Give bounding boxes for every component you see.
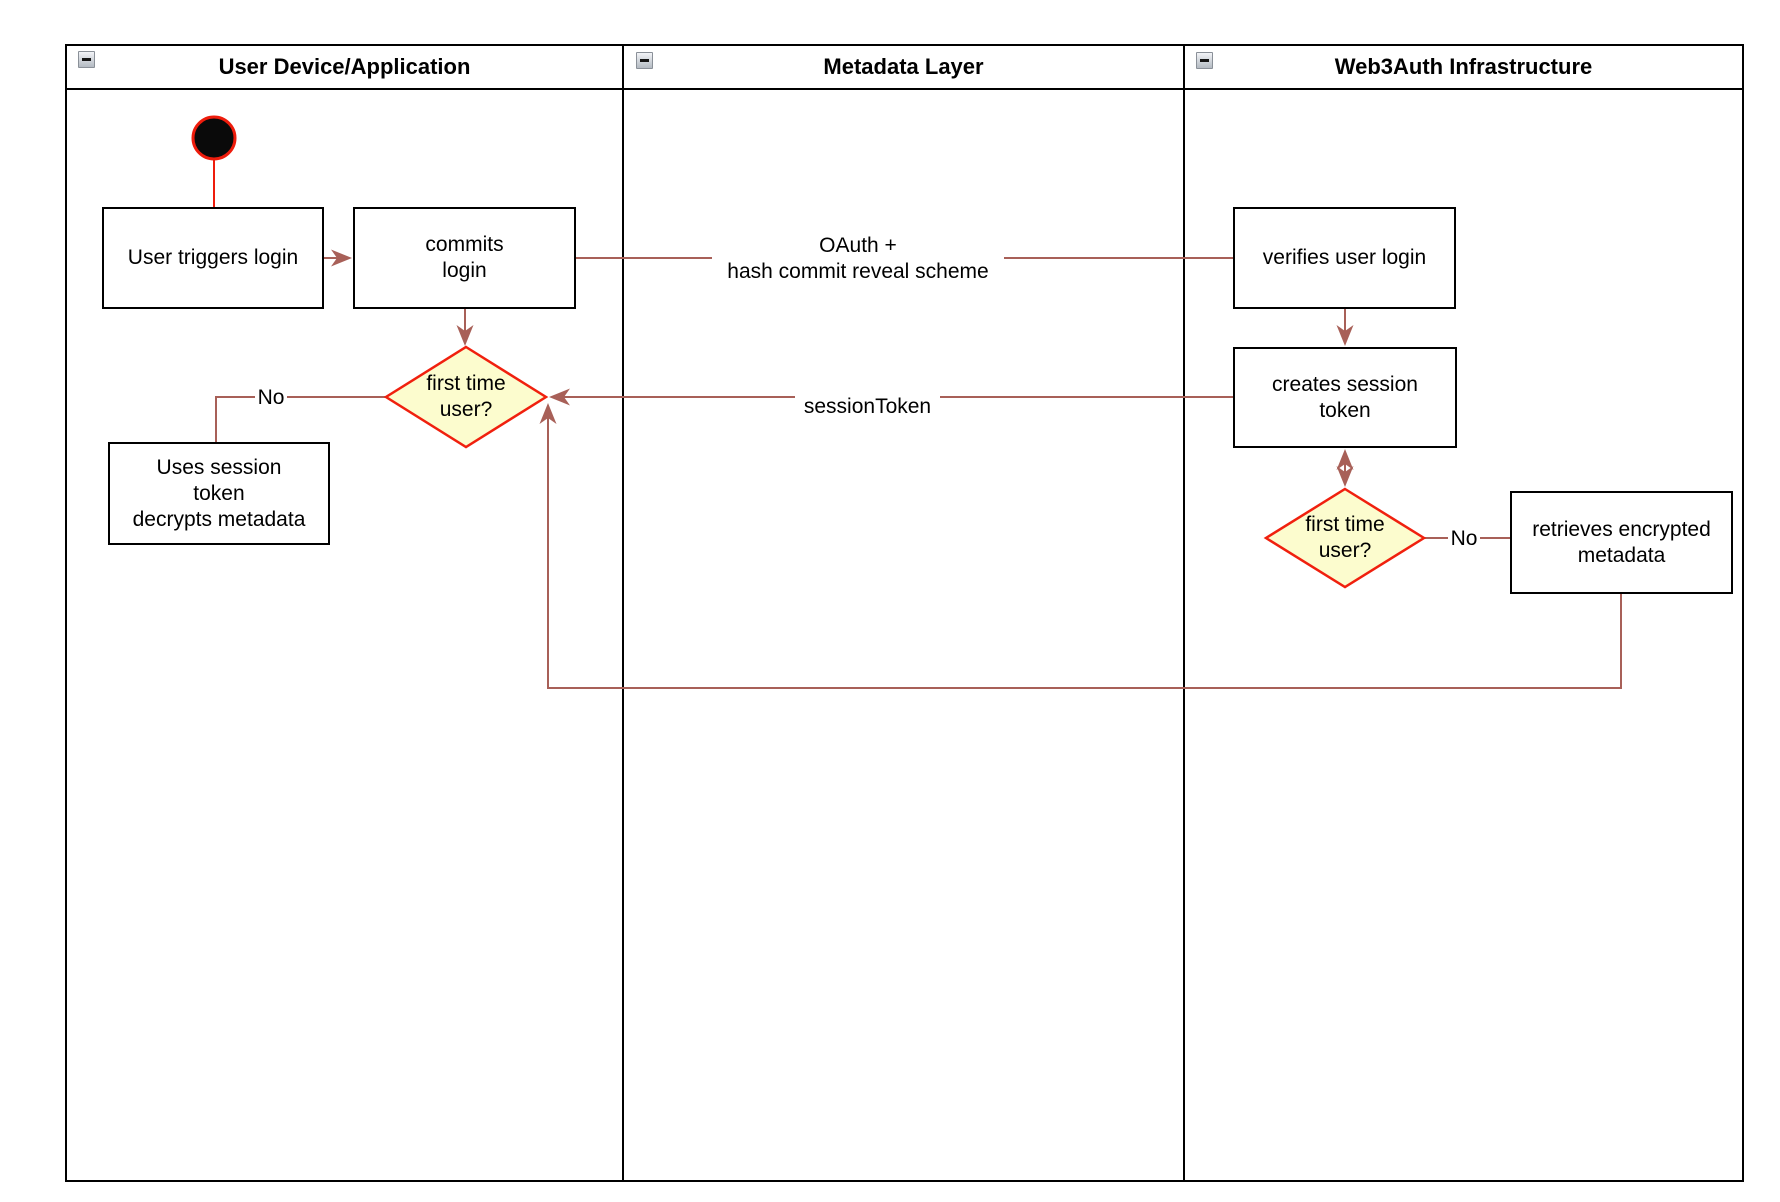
lane-header-web3auth[interactable]: Web3Auth Infrastructure bbox=[1184, 45, 1743, 89]
decision-label-first-time-user-device: first time user? bbox=[426, 372, 506, 421]
edge-label-session-token: sessionToken bbox=[795, 395, 940, 419]
collapse-lane-button[interactable] bbox=[78, 51, 95, 68]
collapse-lane-button[interactable] bbox=[636, 52, 653, 69]
lane-title: User Device/Application bbox=[218, 54, 471, 79]
arrowhead-down-icon bbox=[1336, 325, 1354, 346]
lane-title: Metadata Layer bbox=[823, 54, 984, 79]
initial-node[interactable] bbox=[191, 115, 237, 161]
arrowhead-up-icon bbox=[1336, 449, 1354, 470]
node-uses-session-token[interactable] bbox=[108, 442, 330, 545]
arrowhead-down-icon bbox=[1336, 466, 1354, 487]
edge-metadata-feedback bbox=[547, 407, 1622, 689]
collapse-lane-button[interactable] bbox=[1196, 52, 1213, 69]
minus-icon bbox=[640, 59, 649, 62]
decision-first-time-user-device[interactable] bbox=[383, 345, 549, 449]
node-commits-login[interactable] bbox=[353, 207, 576, 309]
node-retrieves-encrypted-metadata[interactable] bbox=[1510, 491, 1733, 594]
decision-label-first-time-user-infra: first time user? bbox=[1305, 513, 1385, 562]
node-label-creates-session-token: creates session token bbox=[1272, 372, 1418, 422]
edge-label-oauth: OAuth + hash commit reveal scheme bbox=[712, 233, 1004, 285]
arrowhead-up-icon bbox=[539, 403, 557, 424]
node-user-triggers-login[interactable] bbox=[102, 207, 324, 309]
node-label-user-triggers-login: User triggers login bbox=[127, 246, 299, 269]
node-creates-session-token[interactable] bbox=[1233, 347, 1457, 448]
decision-first-time-user-infra[interactable] bbox=[1263, 487, 1427, 589]
lane-title: Web3Auth Infrastructure bbox=[1334, 54, 1593, 79]
node-verifies-user-login[interactable] bbox=[1233, 207, 1456, 309]
node-label-commits-login: commits login bbox=[425, 233, 504, 282]
edge-label-no-device: No bbox=[255, 386, 287, 409]
minus-icon bbox=[1200, 59, 1209, 62]
node-label-uses-session-token: Uses session token decrypts metadata bbox=[132, 455, 306, 531]
arrowhead-right-icon bbox=[331, 249, 352, 267]
swimlane-frame bbox=[65, 44, 1744, 1182]
node-label-retrieves-encrypted-metadata: retrieves encrypted metadata bbox=[1532, 517, 1711, 567]
lane-header-user-device[interactable]: User Device/Application bbox=[66, 45, 623, 89]
minus-icon bbox=[82, 58, 91, 61]
arrowhead-left-icon bbox=[549, 388, 570, 406]
lane-header-metadata-layer[interactable]: Metadata Layer bbox=[623, 45, 1184, 89]
edge-no-device bbox=[215, 396, 386, 443]
node-label-verifies-user-login: verifies user login bbox=[1262, 246, 1427, 269]
edge-label-no-infra: No bbox=[1448, 527, 1480, 550]
arrowhead-down-icon bbox=[456, 325, 474, 346]
